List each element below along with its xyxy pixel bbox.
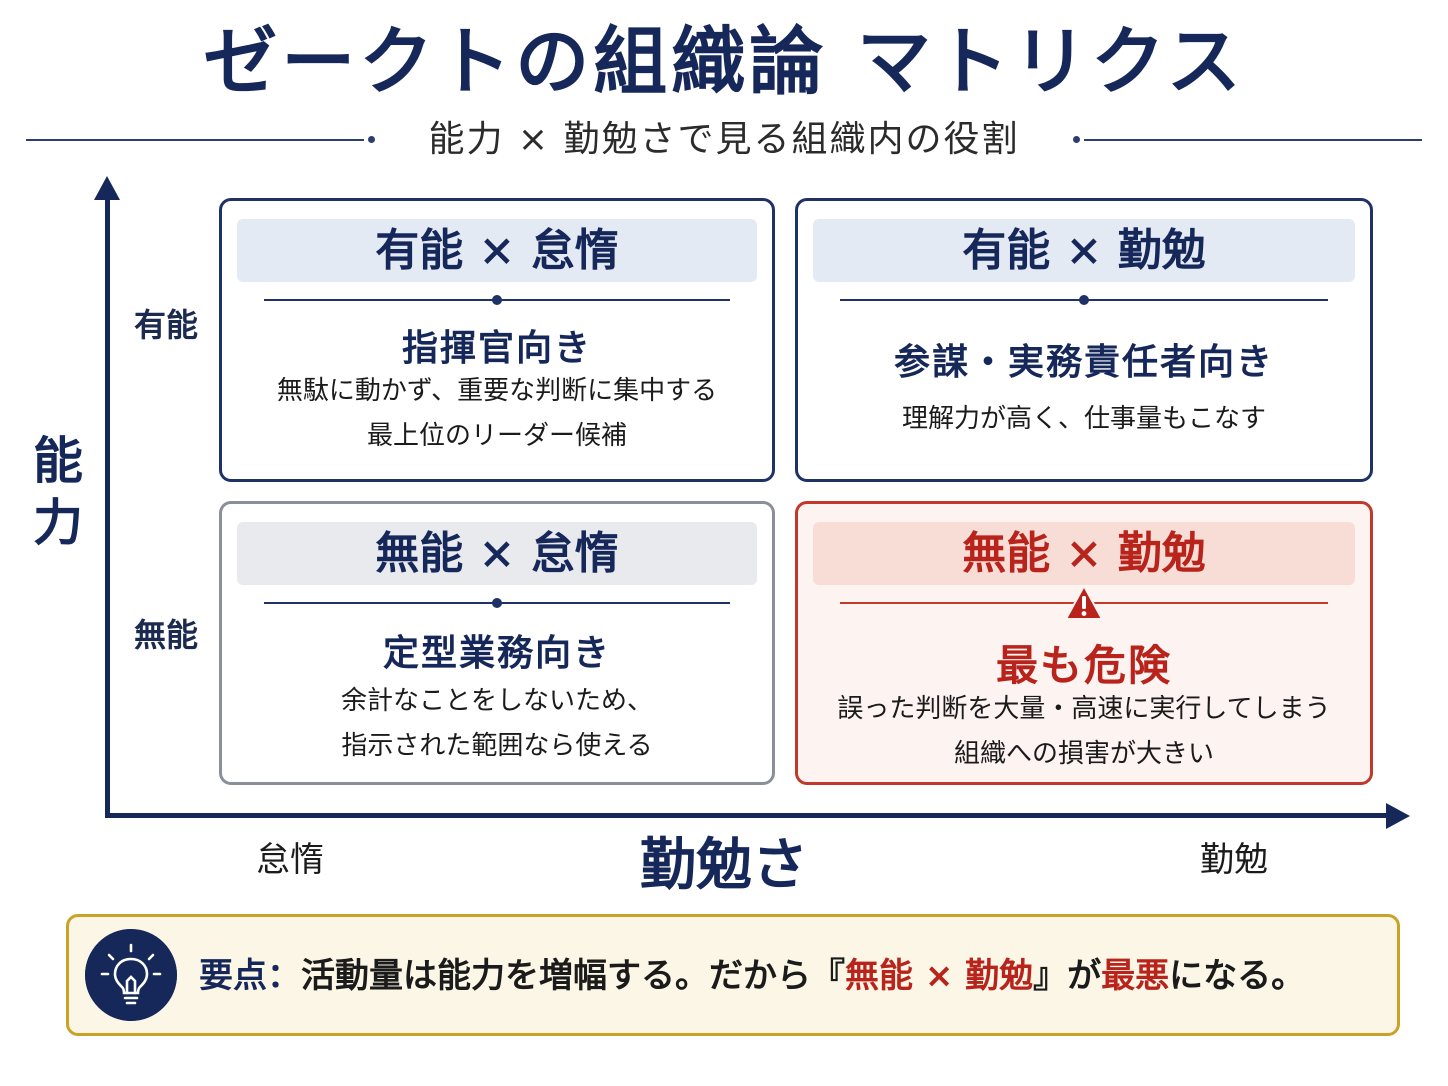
- quadrant-description: 無駄に動かず、重要な判断に集中する 最上位のリーダー候補: [222, 369, 772, 459]
- key-point-highlight-worst: 最悪: [1101, 956, 1170, 996]
- warning-icon: [1065, 585, 1103, 620]
- quadrant-role: 最も危険: [995, 641, 1172, 690]
- y-axis-line: [105, 192, 110, 818]
- quadrant-description: 理解力が高く、仕事量もこなす: [798, 397, 1370, 442]
- page-title: ゼークトの組織論 マトリクス: [203, 19, 1245, 105]
- quadrant-incapable-lazy: 無能 × 怠惰 定型業務向き 余計なことをしないため、 指示された範囲なら使える: [219, 501, 775, 785]
- subtitle-dot-right: [1073, 136, 1080, 143]
- y-axis-label: 能力: [28, 430, 88, 554]
- quadrant-desc-line: 理解力が高く、仕事量もこなす: [901, 404, 1266, 434]
- subtitle-row: 能力 × 勤勉さで見る組織内の役割: [26, 118, 1422, 162]
- x-axis-label: 勤勉さ: [640, 832, 808, 898]
- quadrant-role: 定型業務向き: [382, 633, 611, 674]
- divider-dot: [1079, 295, 1089, 305]
- divider-dot: [492, 598, 502, 608]
- quadrant-desc-line: 無駄に動かず、重要な判断に集中する: [276, 376, 718, 406]
- quadrant-role: 参謀・実務責任者向き: [893, 342, 1274, 383]
- key-point-label: 要点：: [199, 956, 301, 996]
- quadrant-desc-line: 余計なことをしないため、: [340, 686, 653, 716]
- key-point-body-3: になる。: [1169, 956, 1306, 996]
- x-axis-line: [105, 813, 1395, 818]
- quadrant-desc-line: 誤った判断を大量・高速に実行してしまう: [837, 694, 1331, 724]
- subtitle-dot-left: [368, 136, 375, 143]
- lightbulb-icon: [85, 929, 177, 1021]
- key-point-text: 要点：活動量は能力を増幅する。だから『無能 × 勤勉』が最悪になる。: [199, 953, 1305, 999]
- divider-dot: [492, 295, 502, 305]
- quadrant-heading: 有能 × 勤勉: [813, 219, 1355, 282]
- page-subtitle: 能力 × 勤勉さで見る組織内の役割: [428, 119, 1020, 160]
- y-axis-low-label: 無能: [133, 616, 198, 654]
- quadrant-heading: 無能 × 怠惰: [237, 522, 757, 585]
- y-axis-label-text: 能力: [33, 431, 83, 552]
- key-point-highlight: 無能 × 勤勉: [845, 956, 1034, 996]
- quadrant-capable-diligent: 有能 × 勤勉 参謀・実務責任者向き 理解力が高く、仕事量もこなす: [795, 198, 1373, 482]
- quadrant-desc-line: 最上位のリーダー候補: [366, 421, 627, 451]
- quadrant-desc-line: 指示された範囲なら使える: [341, 731, 653, 761]
- subtitle-rule-right: [1084, 139, 1422, 141]
- subtitle-rule-left: [26, 139, 364, 141]
- quadrant-heading: 有能 × 怠惰: [237, 219, 757, 282]
- y-axis-high-label: 有能: [133, 306, 198, 344]
- x-axis-low-label: 怠惰: [256, 840, 324, 880]
- key-point-body: 活動量は能力を増幅する。だから『: [301, 956, 845, 996]
- quadrant-heading: 無能 × 勤勉: [813, 522, 1355, 585]
- quadrant-description: 余計なことをしないため、 指示された範囲なら使える: [222, 679, 772, 769]
- y-axis-arrow-icon: [94, 176, 120, 200]
- quadrant-role: 指揮官向き: [401, 328, 592, 369]
- x-axis-arrow-icon: [1386, 803, 1410, 829]
- key-point-callout: 要点：活動量は能力を増幅する。だから『無能 × 勤勉』が最悪になる。: [66, 914, 1400, 1036]
- x-axis-high-label: 勤勉: [1200, 840, 1268, 880]
- quadrant-incapable-diligent: 無能 × 勤勉 最も危険 誤った判断を大量・高速に実行してしまう 組織への損害が…: [795, 501, 1373, 785]
- quadrant-capable-lazy: 有能 × 怠惰 指揮官向き 無駄に動かず、重要な判断に集中する 最上位のリーダー…: [219, 198, 775, 482]
- key-point-body-2: 』が: [1033, 956, 1102, 996]
- quadrant-desc-line: 組織への損害が大きい: [953, 739, 1214, 769]
- quadrant-description: 誤った判断を大量・高速に実行してしまう 組織への損害が大きい: [798, 687, 1370, 777]
